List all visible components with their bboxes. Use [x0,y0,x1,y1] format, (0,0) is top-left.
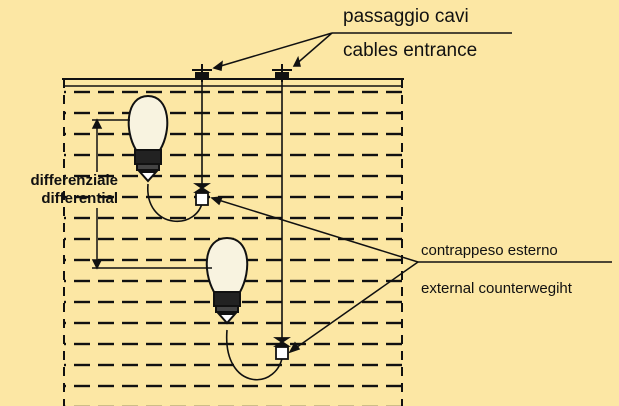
label-differenziale: differenziale [30,172,118,189]
label-external-counterweight: external counterwegiht [421,280,572,297]
label-cables-entrance: cables entrance [343,40,478,61]
counterweight-leader [210,196,612,354]
cables [147,80,284,381]
float-switch-icon [127,94,169,183]
label-differential-group: differenziale differential [6,172,118,208]
label-passaggio-cavi: passaggio cavi [343,6,469,27]
counterweight-icon [193,183,211,206]
cable-entry-icon [272,64,292,82]
cable-entry-icon [192,64,212,82]
cables-entrance-leader [212,32,512,71]
cable-loop-upper [147,183,204,222]
label-contrappeso-esterno: contrappeso esterno [421,242,558,259]
differential-dimension [91,118,212,270]
counterweight-icon [273,337,291,360]
float-switch-icon [205,236,249,325]
cable-loop-lower [226,329,284,381]
label-differential: differential [41,190,118,207]
